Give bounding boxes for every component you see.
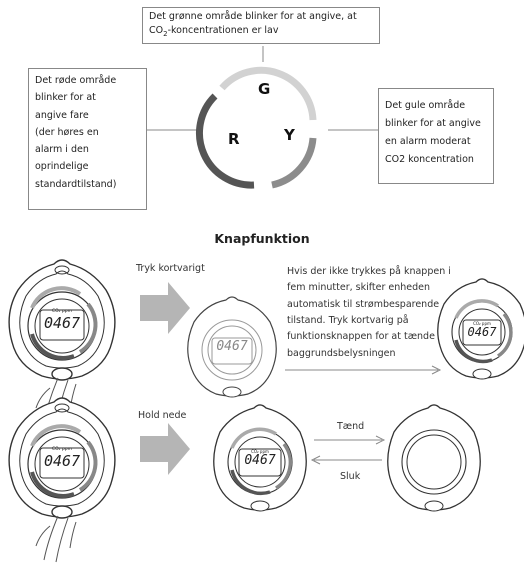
ring-letter-red: R bbox=[228, 130, 240, 148]
lcd-value: 0467 bbox=[43, 451, 81, 470]
red-arc bbox=[195, 93, 255, 189]
lcd-reading-1c: CO₂ ppm 0467 bbox=[465, 322, 499, 339]
arrow-right-gray-2 bbox=[140, 423, 190, 475]
ring-letter-green: G bbox=[258, 80, 271, 98]
lcd-value: 0467 bbox=[216, 339, 248, 354]
left-note-line: (der høres en bbox=[35, 126, 99, 138]
top-note-line2: CO2-koncentrationen er lav bbox=[149, 25, 279, 39]
lcd-value: 0467 bbox=[467, 325, 497, 339]
lcd-reading-2b: CO₂ ppm 0467 bbox=[241, 450, 279, 468]
right-note: Det gule område blinker for at angive en… bbox=[378, 88, 494, 184]
left-note-line: Det røde område bbox=[35, 75, 117, 86]
ring-letter-yellow: Y bbox=[284, 126, 295, 144]
row1-description-line: baggrundsbelysningen bbox=[287, 347, 396, 359]
right-note-line: Det gule område bbox=[385, 100, 466, 111]
arrow-right-gray bbox=[140, 282, 190, 334]
lcd-reading-2a: CO₂ ppm 0467 bbox=[42, 447, 82, 470]
lcd-unit: CO₂ ppm bbox=[251, 449, 269, 454]
lcd-unit: CO₂ ppm bbox=[51, 447, 72, 452]
row1-description-line: tilstand. Tryk kortvarig på bbox=[287, 314, 409, 326]
yellow-arc bbox=[271, 137, 317, 189]
device-medium-dim bbox=[187, 296, 277, 398]
left-note-line: standardtilstand) bbox=[35, 178, 117, 190]
left-note: Det røde område blinker for at angive fa… bbox=[28, 68, 147, 210]
left-note-line: oprindelige bbox=[35, 161, 89, 173]
top-note-line1: Det grønne område blinker for at angive,… bbox=[149, 11, 357, 22]
lcd-reading-1a: CO₂ ppm 0467 bbox=[42, 309, 82, 332]
device-large-hold bbox=[8, 397, 116, 563]
green-arc bbox=[219, 66, 317, 121]
device-medium-on bbox=[213, 404, 307, 512]
left-note-line: blinker for at bbox=[35, 92, 96, 104]
lcd-value: 0467 bbox=[43, 313, 81, 332]
right-note-line: blinker for at angive bbox=[385, 118, 481, 130]
right-note-line: en alarm moderat bbox=[385, 136, 471, 148]
top-note: Det grønne område blinker for at angive,… bbox=[142, 7, 380, 44]
row1-description-line: Hvis der ikke trykkes på knappen i bbox=[287, 266, 451, 277]
indicator-ring bbox=[195, 66, 317, 189]
device-large-press bbox=[8, 259, 116, 425]
row1-action-label: Tryk kortvarigt bbox=[136, 263, 205, 274]
row1-description-line: fem minutter, skifter enheden bbox=[287, 282, 431, 294]
section-title: Knapfunktion bbox=[214, 231, 310, 246]
off-label: Sluk bbox=[340, 471, 361, 482]
right-note-line: CO2 koncentration bbox=[385, 154, 474, 166]
left-note-line: angive fare bbox=[35, 109, 89, 121]
row2-action-label: Hold nede bbox=[138, 410, 187, 421]
device-medium-off bbox=[387, 404, 481, 512]
on-label: Tænd bbox=[337, 421, 365, 432]
lcd-value: 0467 bbox=[244, 453, 276, 468]
left-note-line: alarm i den bbox=[35, 144, 89, 156]
lcd-unit: CO₂ ppm bbox=[473, 321, 491, 326]
row1-description-line: funktionsknappen for at tænde bbox=[287, 331, 435, 343]
lcd-reading-1b: 0467 bbox=[214, 339, 250, 354]
lcd-unit: CO₂ ppm bbox=[51, 309, 72, 314]
row1-description-line: automatisk til strømbesparende bbox=[287, 298, 440, 310]
device-small-backlit bbox=[437, 278, 524, 380]
row1-description: Hvis der ikke trykkes på knappen i fem m… bbox=[287, 264, 457, 362]
